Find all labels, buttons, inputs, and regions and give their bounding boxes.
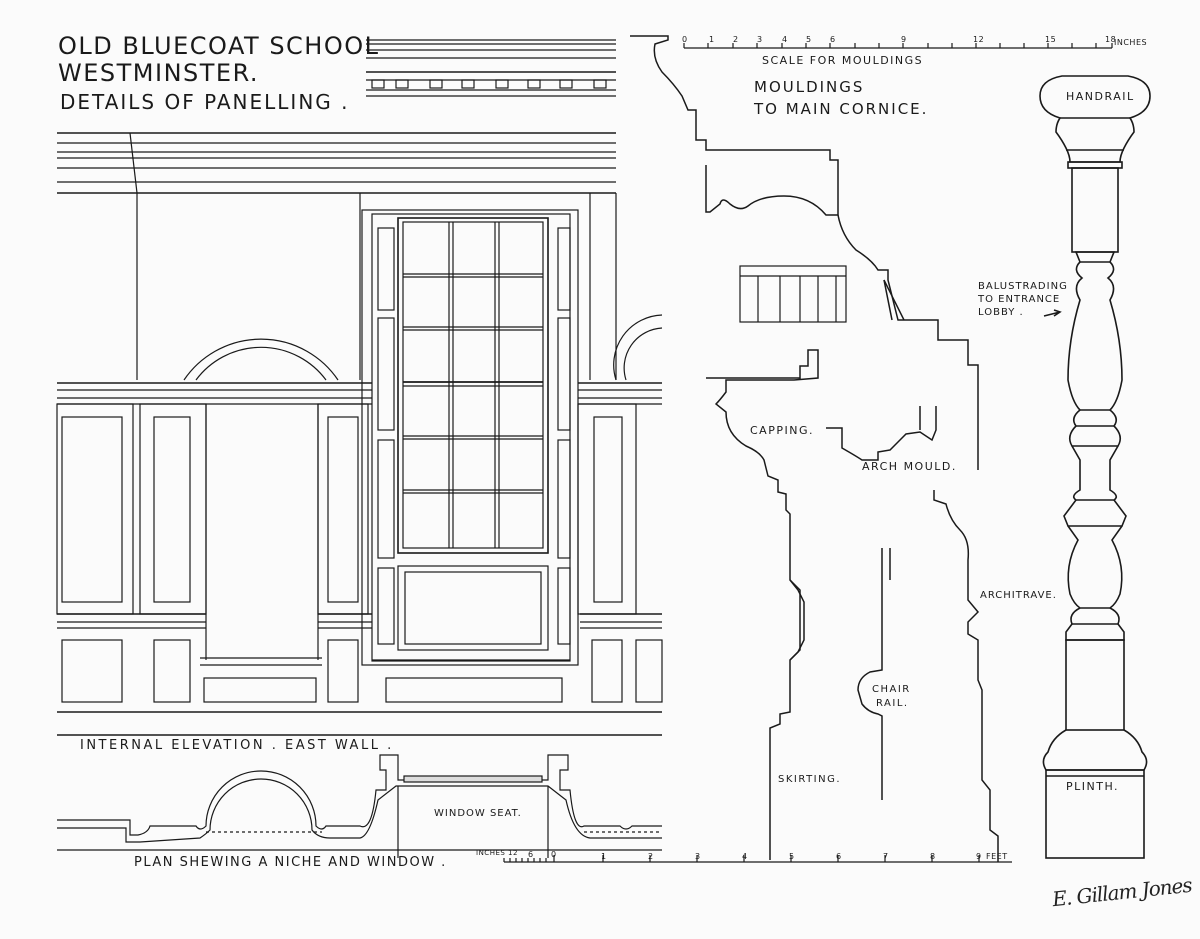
scale-tick-1: 1 [709,35,715,44]
balustrading-label-3: LOBBY . [978,307,1024,318]
scale-tick-6: 6 [830,35,836,44]
plan-label: PLAN SHEWING A NICHE AND WINDOW . [134,855,447,870]
feet-tick-7: 7 [883,852,889,861]
feet-tick-2: 2 [648,852,654,861]
architrave-profile [933,490,999,862]
baluster-elevation [1039,75,1151,859]
scale-tick-2: 2 [733,35,739,44]
scale-tick-5: 5 [806,35,812,44]
plan-niche-window [57,754,662,858]
feet-tick-3: 3 [695,852,701,861]
capping-label: CAPPING. [750,424,814,437]
plinth-label: PLINTH. [1066,780,1120,793]
scale-tick-0: 0 [682,35,688,44]
internal-elevation [56,132,663,736]
scale-tick-15: 15 [1045,35,1057,44]
title-line-1: OLD BLUECOAT SCHOOL [58,32,380,60]
feet-tick-6b: 6 [836,852,842,861]
balustrading-label-2: TO ENTRANCE [978,294,1061,305]
feet-tick-9: 9 [976,852,982,861]
internal-elevation-label: INTERNAL ELEVATION . EAST WALL . [80,738,394,753]
handrail-label: HANDRAIL [1066,90,1135,103]
feet-tick-5: 5 [789,852,795,861]
arch-mould-profile [826,406,937,461]
skirting-profile [789,579,805,661]
scale-mouldings-label: SCALE FOR MOULDINGS [762,54,924,67]
skirting-label: SKIRTING. [778,774,842,785]
scale-inches-unit: INCHES [1114,38,1148,47]
scale-feet-unit: FEET [986,852,1008,861]
architrave-label: ARCHITRAVE. [980,590,1057,601]
feet-tick-8: 8 [930,852,936,861]
feet-tick-0: 0 [551,850,557,859]
window-seat-label: WINDOW SEAT. [434,808,522,819]
feet-tick-4: 4 [742,852,748,861]
scale-tick-18: 18 [1105,35,1117,44]
chair-rail-label-2: RAIL. [876,698,909,709]
mouldings-label-1: MOULDINGS [754,78,865,96]
feet-tick-1: 1 [601,852,607,861]
main-cornice-profile [630,35,979,470]
cornice-strip-detail [366,39,616,97]
title-line-3: DETAILS OF PANELLING . [60,90,350,114]
scale-inches-label: INCHES 12 [476,849,518,857]
capping-profile [706,349,819,860]
scale-tick-12: 12 [973,35,985,44]
scale-tick-4: 4 [782,35,788,44]
scale-bar-feet [503,855,1012,863]
balustrading-label-1: BALUSTRADING [978,281,1068,292]
chair-rail-profile [857,548,891,800]
scale-tick-9: 9 [901,35,907,44]
scale-tick-3: 3 [757,35,763,44]
chair-rail-label-1: CHAIR [872,684,911,695]
scale-bar-mouldings [683,43,1113,49]
sash-window [397,217,549,554]
title-line-2: WESTMINSTER. [58,59,260,87]
dentil-row [371,79,607,89]
mouldings-label-2: TO MAIN CORNICE. [754,100,929,118]
feet-tick-6: 6 [528,850,534,859]
arch-mould-label: ARCH MOULD. [862,460,957,473]
